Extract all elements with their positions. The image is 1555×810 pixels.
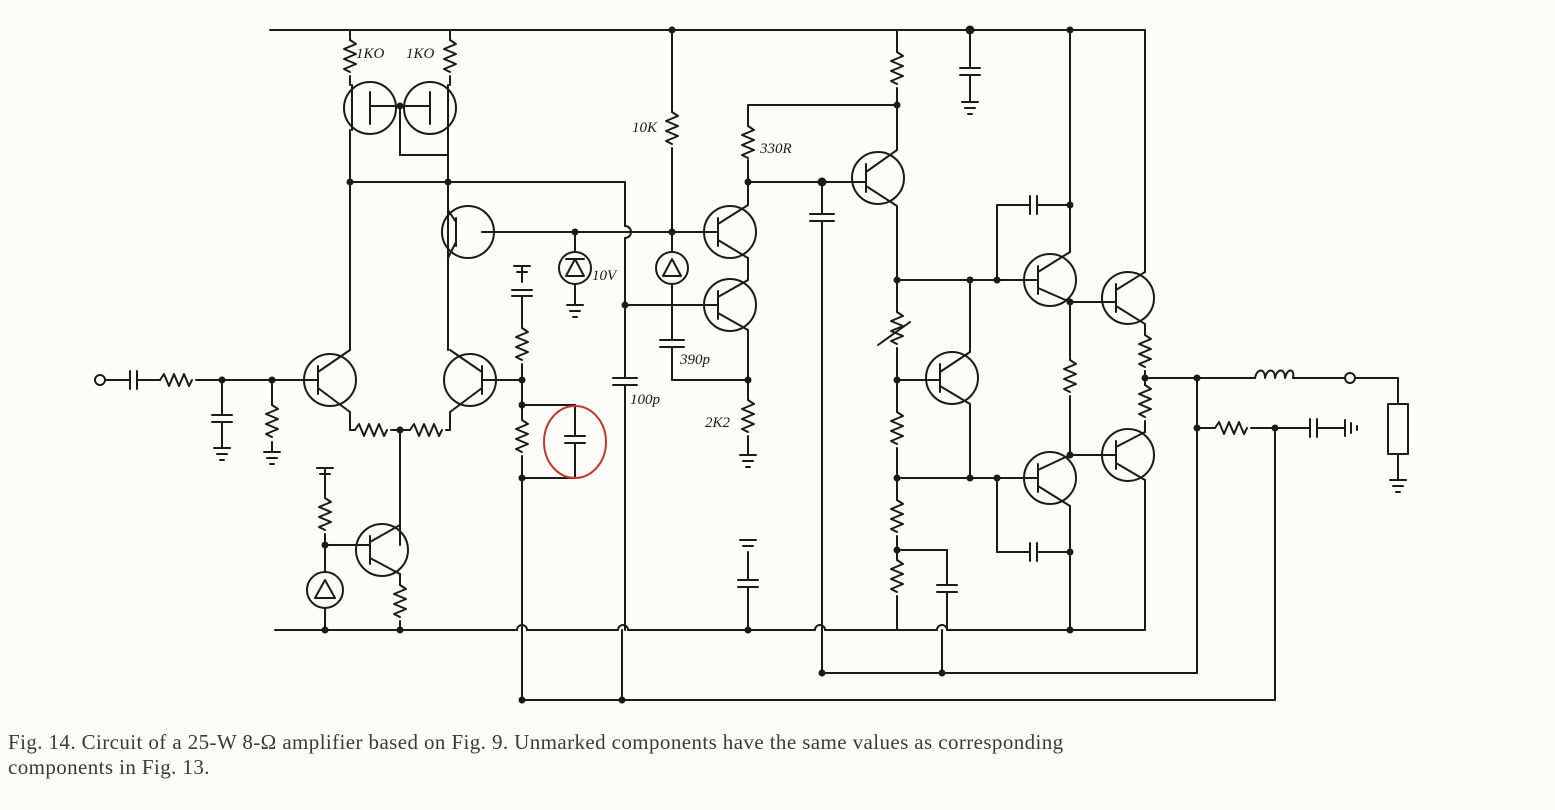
amplifier-schematic: 1KO 1KO (94, 25, 1409, 704)
bias-transistors (703, 104, 896, 468)
label-1k0-left: 1KO (356, 46, 385, 62)
vbe-multiplier (896, 279, 1026, 479)
driver-transistors (996, 29, 1101, 631)
output-network (1144, 369, 1409, 493)
label-100p: 100p (630, 392, 661, 408)
label-390p: 390p (679, 352, 711, 368)
predriver-transistor (851, 29, 958, 631)
label-330r: 330R (759, 141, 792, 157)
compensation-capacitor (809, 177, 835, 631)
input-transistor-left (303, 349, 357, 413)
caption-line-2: components in Fig. 13. (8, 755, 210, 779)
vas-transistor (349, 181, 706, 259)
decoupling-capacitor-lower (737, 539, 759, 631)
label-1k0-right: 1KO (406, 46, 435, 62)
input-transistor-right (443, 349, 523, 413)
decoupling-capacitor-upper (959, 25, 981, 115)
highlight-circle (543, 405, 607, 479)
label-10v: 10V (592, 268, 618, 284)
current-mirror (343, 29, 457, 351)
caption-line-1: Fig. 14. Circuit of a 25-W 8-Ω amplifier… (8, 730, 1064, 754)
negative-supply-rail (274, 624, 1146, 631)
feedback-network (511, 265, 586, 631)
label-10k: 10K (632, 120, 658, 136)
output-transistors (1099, 29, 1155, 631)
figure-caption: Fig. 14. Circuit of a 25-W 8-Ω amplifier… (8, 730, 1548, 780)
current-source-bias (306, 467, 409, 631)
feedback-return-lines (521, 377, 1276, 701)
input-network (94, 370, 306, 465)
label-2k2: 2K2 (705, 415, 731, 431)
resistor-10k (655, 29, 749, 381)
zener-10v (558, 231, 592, 318)
